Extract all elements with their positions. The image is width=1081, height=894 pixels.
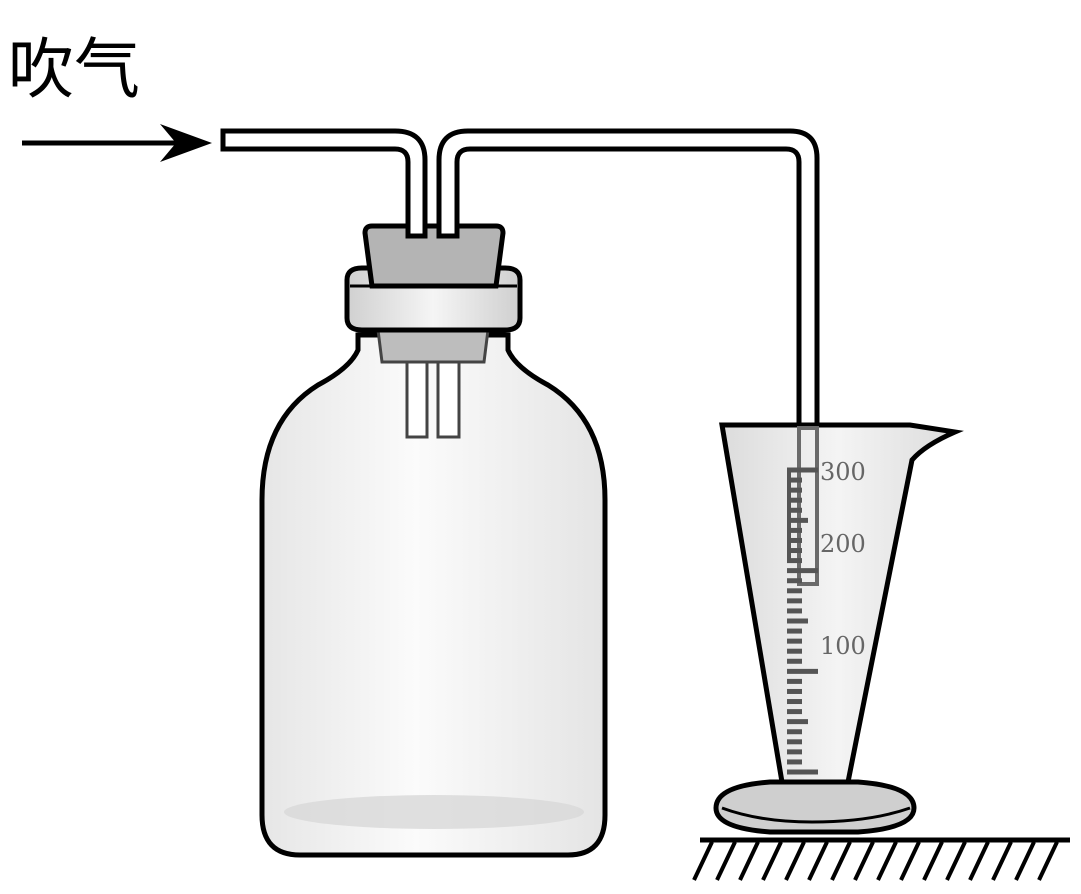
hatch-line xyxy=(715,841,737,881)
hatch-line xyxy=(991,841,1013,881)
hatch-line xyxy=(1014,841,1036,881)
blow-label: 吹气 xyxy=(8,31,140,108)
hatch-line xyxy=(968,841,990,881)
outlet-tube-submerged xyxy=(797,426,819,586)
hatch-line xyxy=(830,841,852,881)
scale-label-300: 300 xyxy=(820,458,866,486)
cylinder-base xyxy=(713,779,917,835)
scale-label-200: 200 xyxy=(820,530,866,558)
hatch-line xyxy=(761,841,783,881)
inlet-tube-inner xyxy=(405,360,429,439)
scale-label-100: 100 xyxy=(820,632,866,660)
outlet-tube-inner xyxy=(436,360,461,439)
ground xyxy=(692,837,1070,881)
hatch-line xyxy=(1037,841,1059,881)
hatch-line xyxy=(807,841,829,881)
stopper-lower xyxy=(376,328,490,364)
hatch-line xyxy=(899,841,921,881)
bottle-bottom-shade xyxy=(284,795,584,829)
rubber-stopper xyxy=(362,223,506,289)
graduated-cylinder xyxy=(713,422,964,835)
hatch-line xyxy=(738,841,760,881)
hatch-line xyxy=(853,841,875,881)
cylinder-body xyxy=(719,422,964,785)
hatch-line xyxy=(876,841,898,881)
hatch-line xyxy=(945,841,967,881)
inlet-tube xyxy=(220,128,428,239)
graduation-ticks xyxy=(787,467,818,775)
air-inflow-arrow xyxy=(22,124,212,162)
hatch-line xyxy=(922,841,944,881)
gas-bottle xyxy=(259,332,608,858)
hatch-line xyxy=(692,841,714,881)
hatch-line xyxy=(784,841,806,881)
ground-hatching xyxy=(692,841,1059,881)
